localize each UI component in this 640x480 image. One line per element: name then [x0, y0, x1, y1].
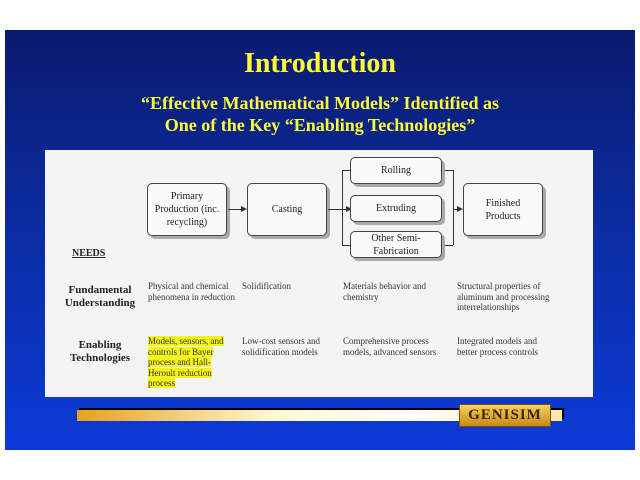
box-extruding: Extruding — [350, 195, 442, 222]
slide-subtitle-line-1: “Effective Mathematical Models” Identifi… — [141, 93, 499, 113]
arrow-head-icon — [457, 206, 463, 212]
slide-subtitle-line-2: One of the Key “Enabling Technologies” — [164, 115, 476, 135]
row-label-fundamental: Fundamental Understanding — [64, 284, 136, 309]
needs-label: NEEDS — [72, 248, 106, 259]
arrow-line — [453, 209, 459, 210]
process-diagram-panel: Primary Production (inc. recycling) Cast… — [45, 150, 593, 397]
bracket-tick — [342, 245, 350, 246]
slide-title: Introduction — [244, 48, 396, 79]
box-other-semi-fabrication: Other Semi-Fabrication — [350, 231, 442, 258]
arrow-line — [342, 209, 347, 210]
box-primary-production: Primary Production (inc. recycling) — [147, 183, 227, 236]
cell: Low-cost sensors and solidification mode… — [242, 336, 320, 357]
bracket-tick — [342, 170, 350, 171]
highlighted-cell: Models, sensors, and controls for Bayer … — [148, 336, 224, 388]
row-label-enabling: Enabling Technologies — [69, 339, 131, 364]
cell: Integrated models and better process con… — [457, 336, 538, 357]
arrow-head-icon — [241, 206, 247, 212]
cell: Solidification — [242, 281, 291, 291]
cell: Structural properties of aluminum and pr… — [457, 281, 550, 312]
bracket-tick — [445, 170, 453, 171]
bracket-right — [453, 170, 454, 245]
cell: Materials behavior and chemistry — [343, 281, 426, 302]
bracket-tick — [445, 245, 453, 246]
box-casting: Casting — [247, 183, 327, 236]
box-rolling: Rolling — [350, 157, 442, 184]
bracket-left — [342, 170, 343, 245]
footer-gradient-bar — [77, 410, 562, 421]
cell: Physical and chemical phenomena in reduc… — [148, 281, 235, 302]
arrow-line — [328, 209, 342, 210]
arrow-head-icon — [346, 206, 352, 212]
box-finished-products: Finished Products — [463, 183, 543, 236]
cell: Comprehensive process models, advanced s… — [343, 336, 437, 357]
genisim-logo: GENISIM — [459, 404, 551, 427]
arrow-line — [228, 209, 244, 210]
